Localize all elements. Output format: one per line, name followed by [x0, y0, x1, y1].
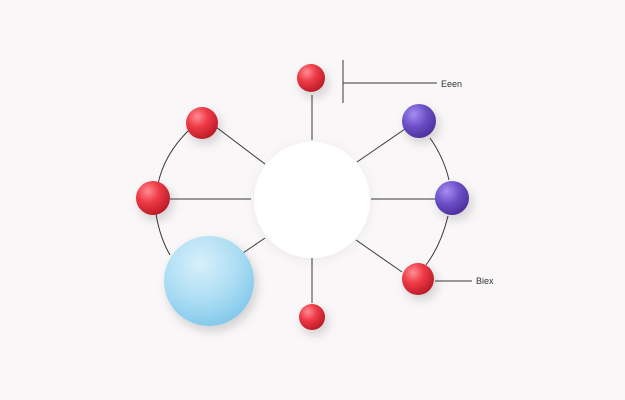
red-sphere-bottom	[299, 304, 325, 330]
arc-left-upper	[157, 130, 189, 185]
label-top: Eeen	[441, 79, 463, 89]
red-sphere-left	[136, 181, 170, 215]
blue-sphere	[164, 236, 254, 326]
red-sphere-upper-left	[186, 107, 218, 139]
arc-right-upper	[429, 137, 450, 181]
callouts	[342, 60, 472, 282]
purple-sphere-right	[435, 181, 469, 215]
outer-arcs	[155, 130, 450, 266]
central-hub	[254, 142, 370, 258]
label-bottom: Biex	[476, 276, 494, 286]
spoke-upper-right	[356, 128, 406, 163]
purple-sphere-upper-right	[402, 104, 436, 138]
spoke-upper-left	[215, 126, 266, 165]
arc-right-lower	[425, 215, 449, 266]
spoke-lower-left	[242, 237, 266, 254]
arc-left-lower	[155, 213, 171, 256]
spoke-lower-right	[355, 239, 403, 273]
red-sphere-lower-right	[402, 263, 434, 295]
spokes	[170, 95, 436, 303]
red-sphere-top	[297, 64, 325, 92]
